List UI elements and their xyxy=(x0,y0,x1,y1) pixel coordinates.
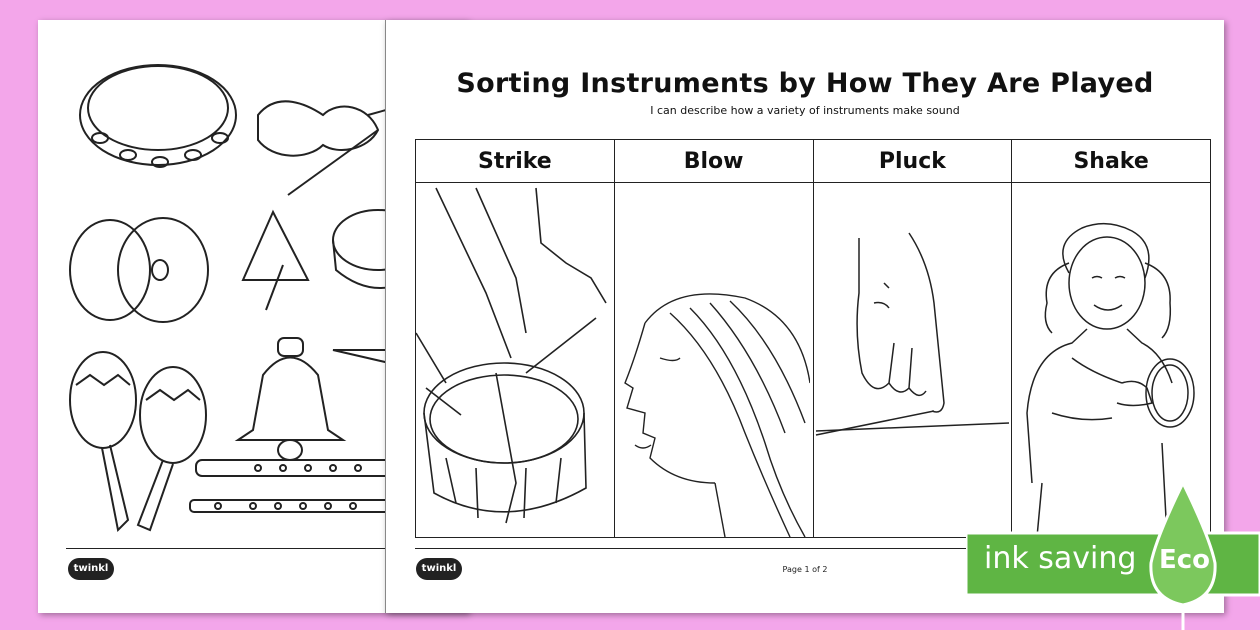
column-header-shake: Shake xyxy=(1011,139,1211,183)
worksheet-title: Sorting Instruments by How They Are Play… xyxy=(456,68,1154,99)
twinkl-logo: twinkl xyxy=(68,558,114,580)
column-cell-shake xyxy=(1011,182,1211,538)
sorting-table: Strike Blow Pluck Shake xyxy=(415,139,1211,538)
plucking-hand-illustration xyxy=(815,232,1009,436)
column-header-pluck: Pluck xyxy=(812,139,1013,183)
ink-saving-badge xyxy=(966,483,1260,630)
column-header-blow: Blow xyxy=(613,139,814,183)
footer-rule xyxy=(415,548,1211,549)
triangle-icon xyxy=(241,209,310,311)
flute-icon xyxy=(189,499,468,513)
twinkl-logo: twinkl xyxy=(416,558,462,580)
tambourine-icon xyxy=(79,64,237,168)
footer-rule xyxy=(66,548,468,549)
striking-drum-illustration xyxy=(416,187,607,524)
bell-icon xyxy=(234,337,347,461)
blowing-face-illustration xyxy=(623,293,810,537)
maracas-icon xyxy=(69,351,207,533)
learning-objective: I can describe how a variety of instrume… xyxy=(650,104,960,117)
column-cell-strike xyxy=(415,182,615,538)
cymbals-icon xyxy=(69,217,209,323)
column-cell-blow xyxy=(613,182,814,538)
column-header-strike: Strike xyxy=(415,139,615,183)
column-cell-pluck xyxy=(812,182,1013,538)
page-number: Page 1 of 2 xyxy=(782,565,828,574)
recorder-icon xyxy=(195,459,468,477)
eco-label: Eco xyxy=(1159,545,1211,575)
worksheet-page: Sorting Instruments by How They Are Play… xyxy=(385,20,1224,613)
ink-saving-label: ink saving xyxy=(984,541,1137,576)
shaking-tambourine-illustration xyxy=(1026,222,1195,537)
